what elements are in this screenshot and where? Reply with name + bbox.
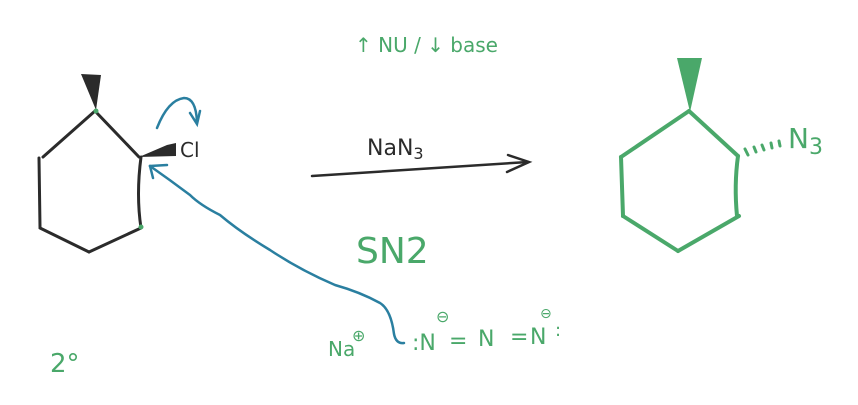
counterion-charge: ⊕ (352, 326, 365, 345)
azide-right-charge: ⊖ (540, 306, 552, 322)
substrate-degree-label: 2° (50, 349, 80, 379)
reactant-cl-wedge (139, 143, 176, 157)
curved-arrow-nucleophilic-attack (148, 163, 406, 345)
reactant-cyclohexane-ring (37, 109, 143, 254)
mechanism-label: SN2 (356, 231, 429, 272)
reagent-label: NaN3 (367, 136, 424, 163)
azide-left-charge: ⊖ (436, 307, 449, 326)
azide-right-lone-pair: : (555, 320, 561, 341)
condition-note: ↑ NU / ↓ base (355, 33, 498, 57)
vertex-dot (138, 224, 144, 230)
azide-eq-1: = (449, 329, 467, 354)
leaving-group-label: Cl (180, 138, 200, 162)
curved-arrow-bond-to-cl (155, 96, 202, 130)
azide-eq-2: = (510, 325, 528, 350)
counterion-label: Na (328, 337, 355, 361)
reaction-arrow (310, 153, 533, 178)
product-n3-dashed-bond (743, 139, 782, 157)
azide-left-n: :N (412, 331, 436, 356)
vertex-dot (93, 108, 99, 114)
reactant-methyl-wedge (81, 74, 101, 110)
product-n3-label: N3 (788, 122, 823, 160)
azide-mid-n: N (478, 327, 494, 352)
azide-right-n: N (530, 325, 546, 350)
product-cyclohexane-ring (619, 109, 741, 253)
product-methyl-wedge (677, 58, 702, 112)
